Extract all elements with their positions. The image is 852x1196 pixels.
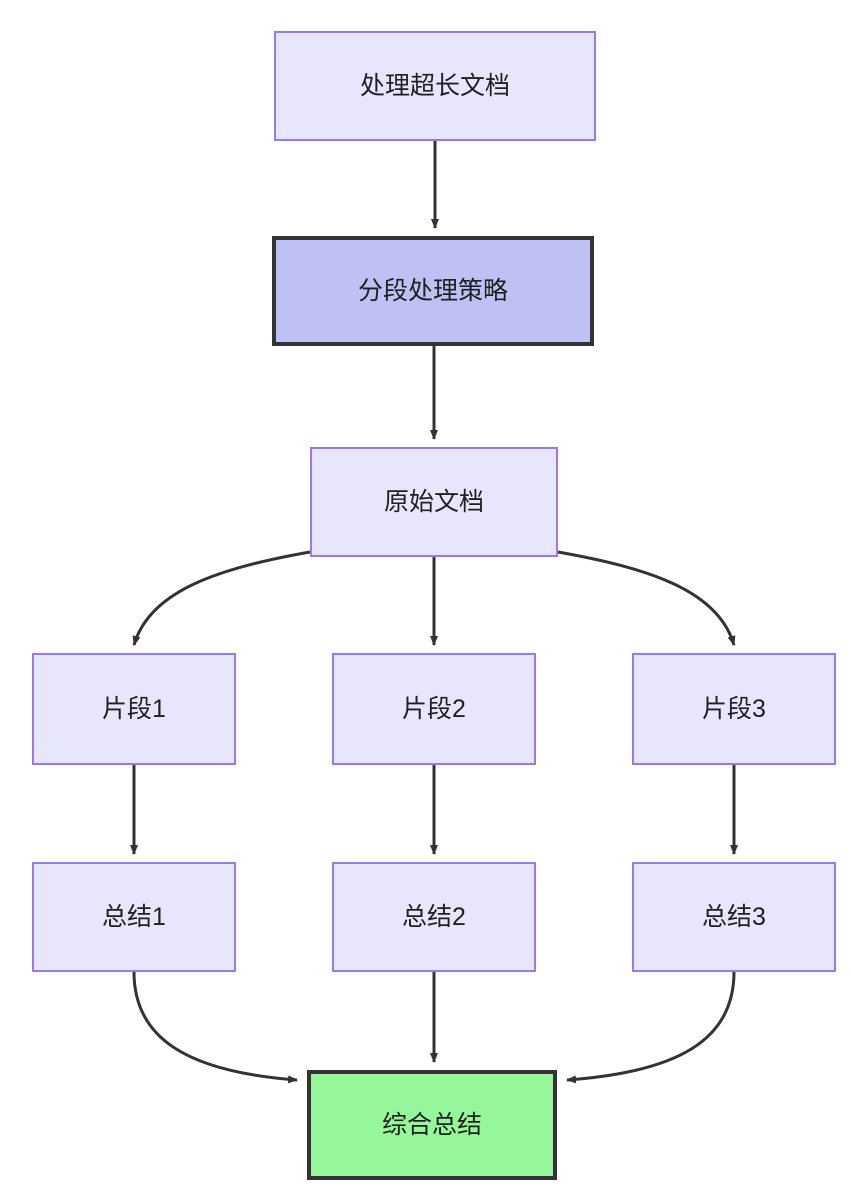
edge-n7-n10: [132, 971, 298, 1084]
edge-n9-n10: [566, 971, 736, 1084]
node-process-long-document[interactable]: 处理超长文档: [274, 31, 596, 141]
node-original-document[interactable]: 原始文档: [310, 447, 558, 557]
edge-n3-n4: [132, 550, 311, 646]
node-label: 分段处理策略: [357, 277, 508, 305]
node-label: 片段1: [102, 695, 166, 723]
node-label: 总结3: [702, 903, 766, 931]
node-fragment-3[interactable]: 片段3: [632, 653, 836, 765]
node-label: 片段2: [402, 695, 466, 723]
node-label: 总结1: [102, 903, 166, 931]
node-fragment-2[interactable]: 片段2: [332, 653, 536, 765]
node-chunking-strategy[interactable]: 分段处理策略: [272, 236, 594, 346]
node-summary-1[interactable]: 总结1: [32, 862, 236, 972]
node-label: 综合总结: [381, 1111, 482, 1139]
edge-n3-n6: [557, 550, 736, 646]
node-label: 片段3: [702, 695, 766, 723]
node-summary-2[interactable]: 总结2: [332, 862, 536, 972]
node-final-summary[interactable]: 综合总结: [307, 1070, 557, 1180]
node-fragment-1[interactable]: 片段1: [32, 653, 236, 765]
node-label: 原始文档: [383, 488, 484, 516]
node-label: 处理超长文档: [359, 72, 510, 100]
node-summary-3[interactable]: 总结3: [632, 862, 836, 972]
node-label: 总结2: [402, 903, 466, 931]
